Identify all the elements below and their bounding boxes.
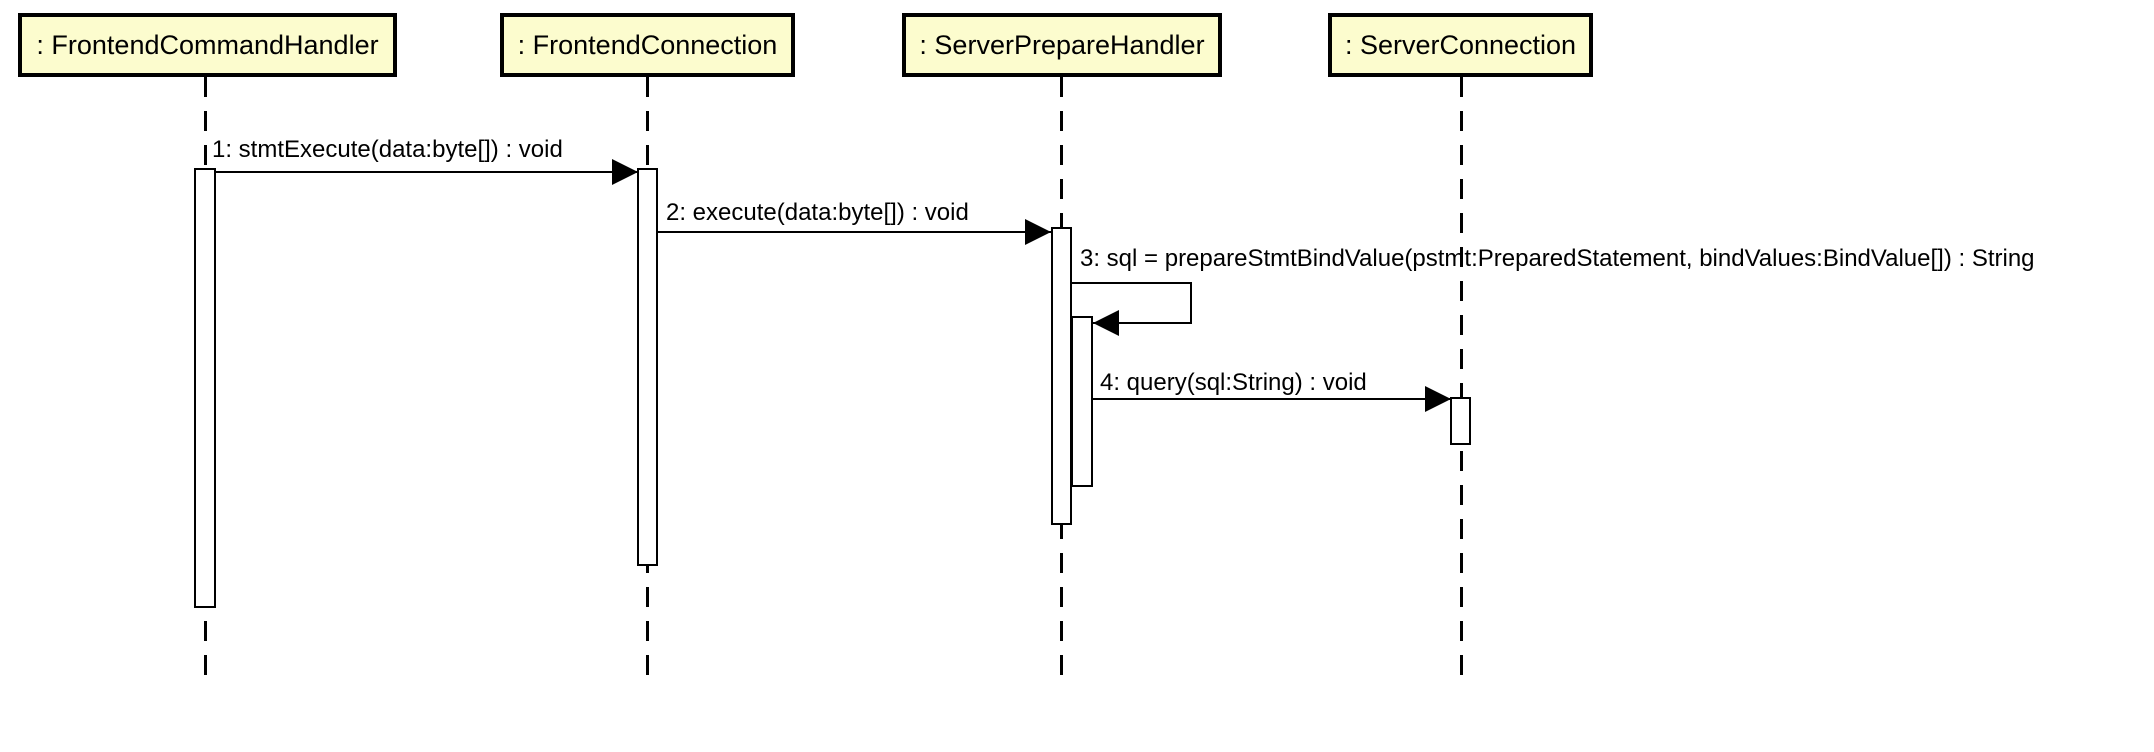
message-2-label: 2: execute(data:byte[]) : void [666,199,969,226]
lifeline-label: : FrontendCommandHandler [36,29,379,60]
lifeline-header-frontendcommandhandler: : FrontendCommandHandler [18,13,397,77]
lifeline-label: : FrontendConnection [517,29,778,60]
message-3-arrowhead-icon [1093,310,1119,336]
message-3-line-down [1190,282,1192,324]
activation-bar-serverpreparehandler [1051,227,1072,525]
message-2-line [658,231,1051,233]
lifeline-header-serverconnection: : ServerConnection [1328,13,1593,77]
activation-bar-frontendcommandhandler [194,168,216,608]
lifeline-label: : ServerConnection [1344,29,1577,60]
lifeline-label: : ServerPrepareHandler [919,29,1205,60]
message-4-label: 4: query(sql:String) : void [1100,369,1367,396]
message-4-arrowhead-icon [1425,386,1451,412]
lifeline-dash-serverconnection [1460,77,1463,678]
message-4-line [1092,398,1451,400]
lifeline-header-frontendconnection: : FrontendConnection [500,13,795,77]
activation-bar-serverpreparehandler-nested [1071,316,1093,487]
message-2-arrowhead-icon [1025,219,1051,245]
message-1-arrowhead-icon [612,159,638,185]
message-1-line [216,171,637,173]
lifeline-header-serverpreparehandler: : ServerPrepareHandler [902,13,1222,77]
message-1-label: 1: stmtExecute(data:byte[]) : void [212,136,563,163]
activation-bar-frontendconnection [637,168,658,566]
message-3-line-return [1093,322,1192,324]
activation-bar-serverconnection [1450,397,1471,445]
message-3-label: 3: sql = prepareStmtBindValue(pstmt:Prep… [1080,245,2035,272]
message-3-line-out [1072,282,1192,284]
